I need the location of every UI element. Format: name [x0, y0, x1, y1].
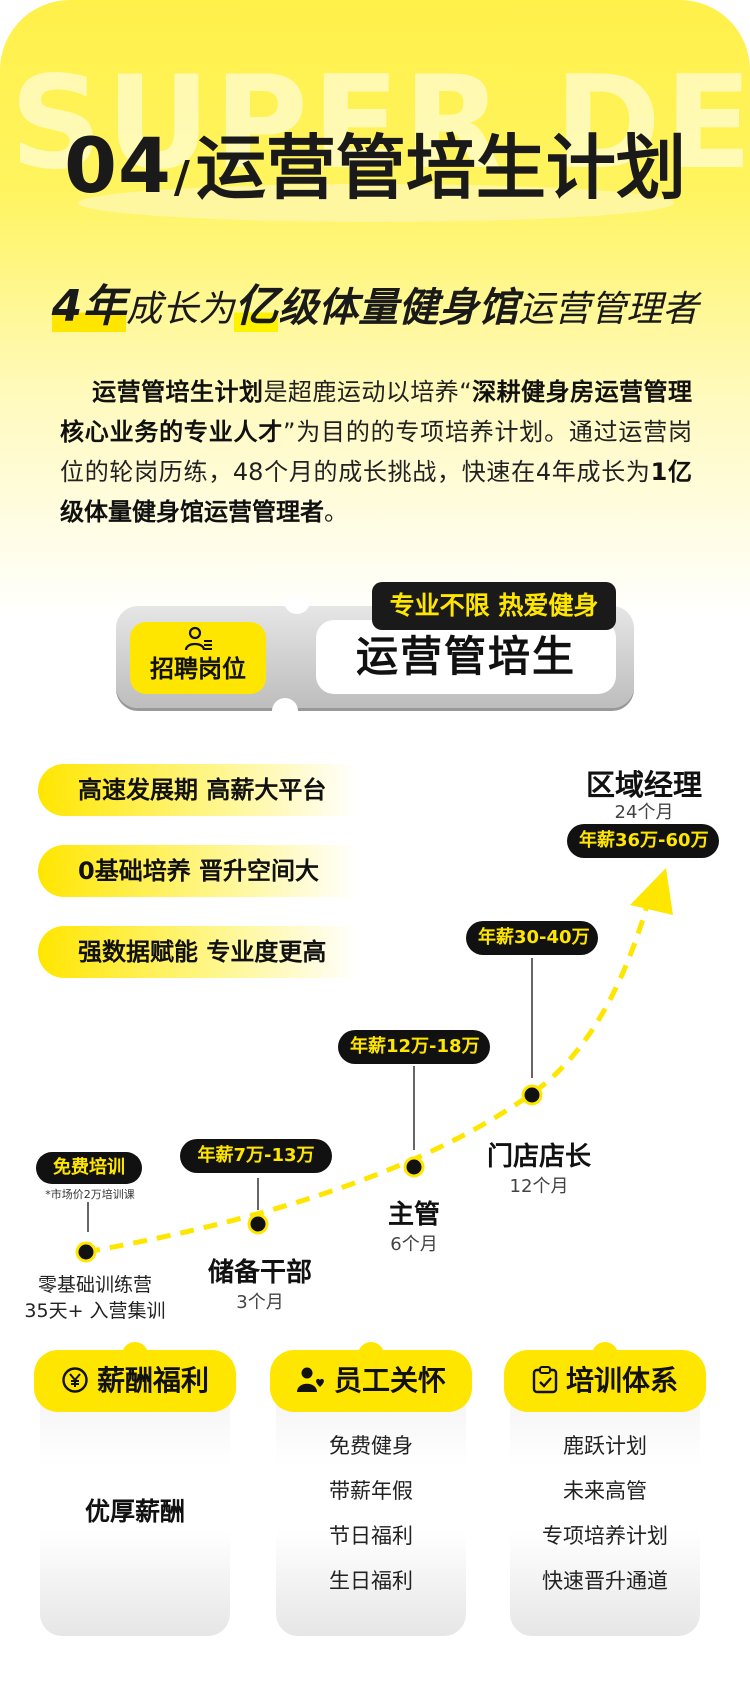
card-header: 薪酬福利	[34, 1342, 236, 1412]
card-item-list: 鹿跃计划 未来高管 专项培养计划 快速晋升通道	[510, 1424, 700, 1604]
benefit-card-training: 培训体系 鹿跃计划 未来高管 专项培养计划 快速晋升通道	[504, 1342, 706, 1636]
page-title: 04/运营管培生计划	[0, 122, 750, 222]
stage-duration: 24个月	[614, 802, 674, 823]
position-name: 运营管培生	[316, 620, 616, 694]
card-item: 优厚薪酬	[84, 1497, 185, 1526]
card-title: 培训体系	[565, 1364, 678, 1397]
card-item: 生日福利	[329, 1569, 413, 1593]
card-item-list: 免费健身 带薪年假 节日福利 生日福利	[276, 1424, 466, 1604]
user-list-icon	[184, 626, 212, 651]
salary-badge: 年薪7万-13万	[180, 1139, 332, 1173]
path-node	[521, 1084, 543, 1106]
card-item: 带薪年假	[329, 1479, 413, 1503]
card-title: 员工关怀	[333, 1364, 446, 1397]
card-notch	[272, 698, 298, 716]
position-label-box: 招聘岗位	[130, 622, 266, 694]
stage-duration: 3个月	[236, 1292, 284, 1313]
card-item: 专项培养计划	[542, 1524, 668, 1548]
start-description: 零基础训练营 35天+ 入营集训	[24, 1274, 166, 1322]
salary-badge: 年薪36万-60万	[567, 824, 719, 858]
subtitle: 4年成长为亿级体量健身馆运营管理者	[51, 281, 699, 332]
stage-title: 主管	[387, 1200, 440, 1230]
benefit-card-salary: 薪酬福利 优厚薪酬	[34, 1342, 236, 1636]
stage-title: 区域经理	[585, 768, 702, 802]
feature-pill: 高速发展期 高薪大平台	[38, 764, 358, 816]
card-item: 未来高管	[563, 1479, 647, 1503]
benefit-card-care: 员工关怀 免费健身 带薪年假 节日福利 生日福利	[270, 1342, 472, 1636]
stage-duration: 6个月	[390, 1234, 438, 1255]
card-item: 免费健身	[329, 1434, 413, 1458]
watermark-text: SUPER DEEP	[10, 60, 750, 188]
feature-pill: 0基础培养 晋升空间大	[38, 845, 358, 897]
stage-title: 门店店长	[486, 1142, 591, 1172]
position-label: 招聘岗位	[150, 655, 246, 683]
stage-duration: 12个月	[509, 1176, 569, 1197]
stage-title: 储备干部	[207, 1258, 312, 1288]
free-training-badge: 免费培训	[36, 1152, 142, 1184]
salary-badge: 年薪12万-18万	[338, 1030, 490, 1064]
feature-pill: 强数据赋能 专业度更高	[38, 926, 358, 978]
yen-coin-icon	[62, 1366, 88, 1393]
position-tag: 专业不限 热爱健身	[372, 582, 616, 630]
card-notch	[284, 598, 310, 614]
path-node	[403, 1156, 425, 1178]
card-header: 员工关怀	[270, 1342, 472, 1412]
title-text: 运营管培生计划	[195, 127, 686, 209]
title-highlight	[78, 184, 674, 222]
title-number: 04	[64, 121, 172, 210]
title-slash: /	[173, 152, 190, 203]
person-heart-icon	[296, 1367, 324, 1392]
arrow-head-icon	[630, 868, 673, 915]
salary-badge: 年薪30-40万	[466, 921, 598, 955]
card-header: 培训体系	[504, 1342, 706, 1412]
path-node	[75, 1241, 97, 1263]
card-item: 快速晋升通道	[542, 1569, 668, 1593]
clipboard-check-icon	[532, 1365, 558, 1393]
intro-paragraph: 运营管培生计划是超鹿运动以培养“深耕健身房运营管理核心业务的专业人才”为目的的专…	[60, 378, 692, 526]
card-item: 鹿跃计划	[563, 1434, 647, 1458]
card-title: 薪酬福利	[96, 1364, 209, 1397]
free-training-note: *市场价2万培训课	[45, 1188, 135, 1201]
path-node	[247, 1213, 269, 1235]
card-item: 节日福利	[329, 1524, 413, 1548]
